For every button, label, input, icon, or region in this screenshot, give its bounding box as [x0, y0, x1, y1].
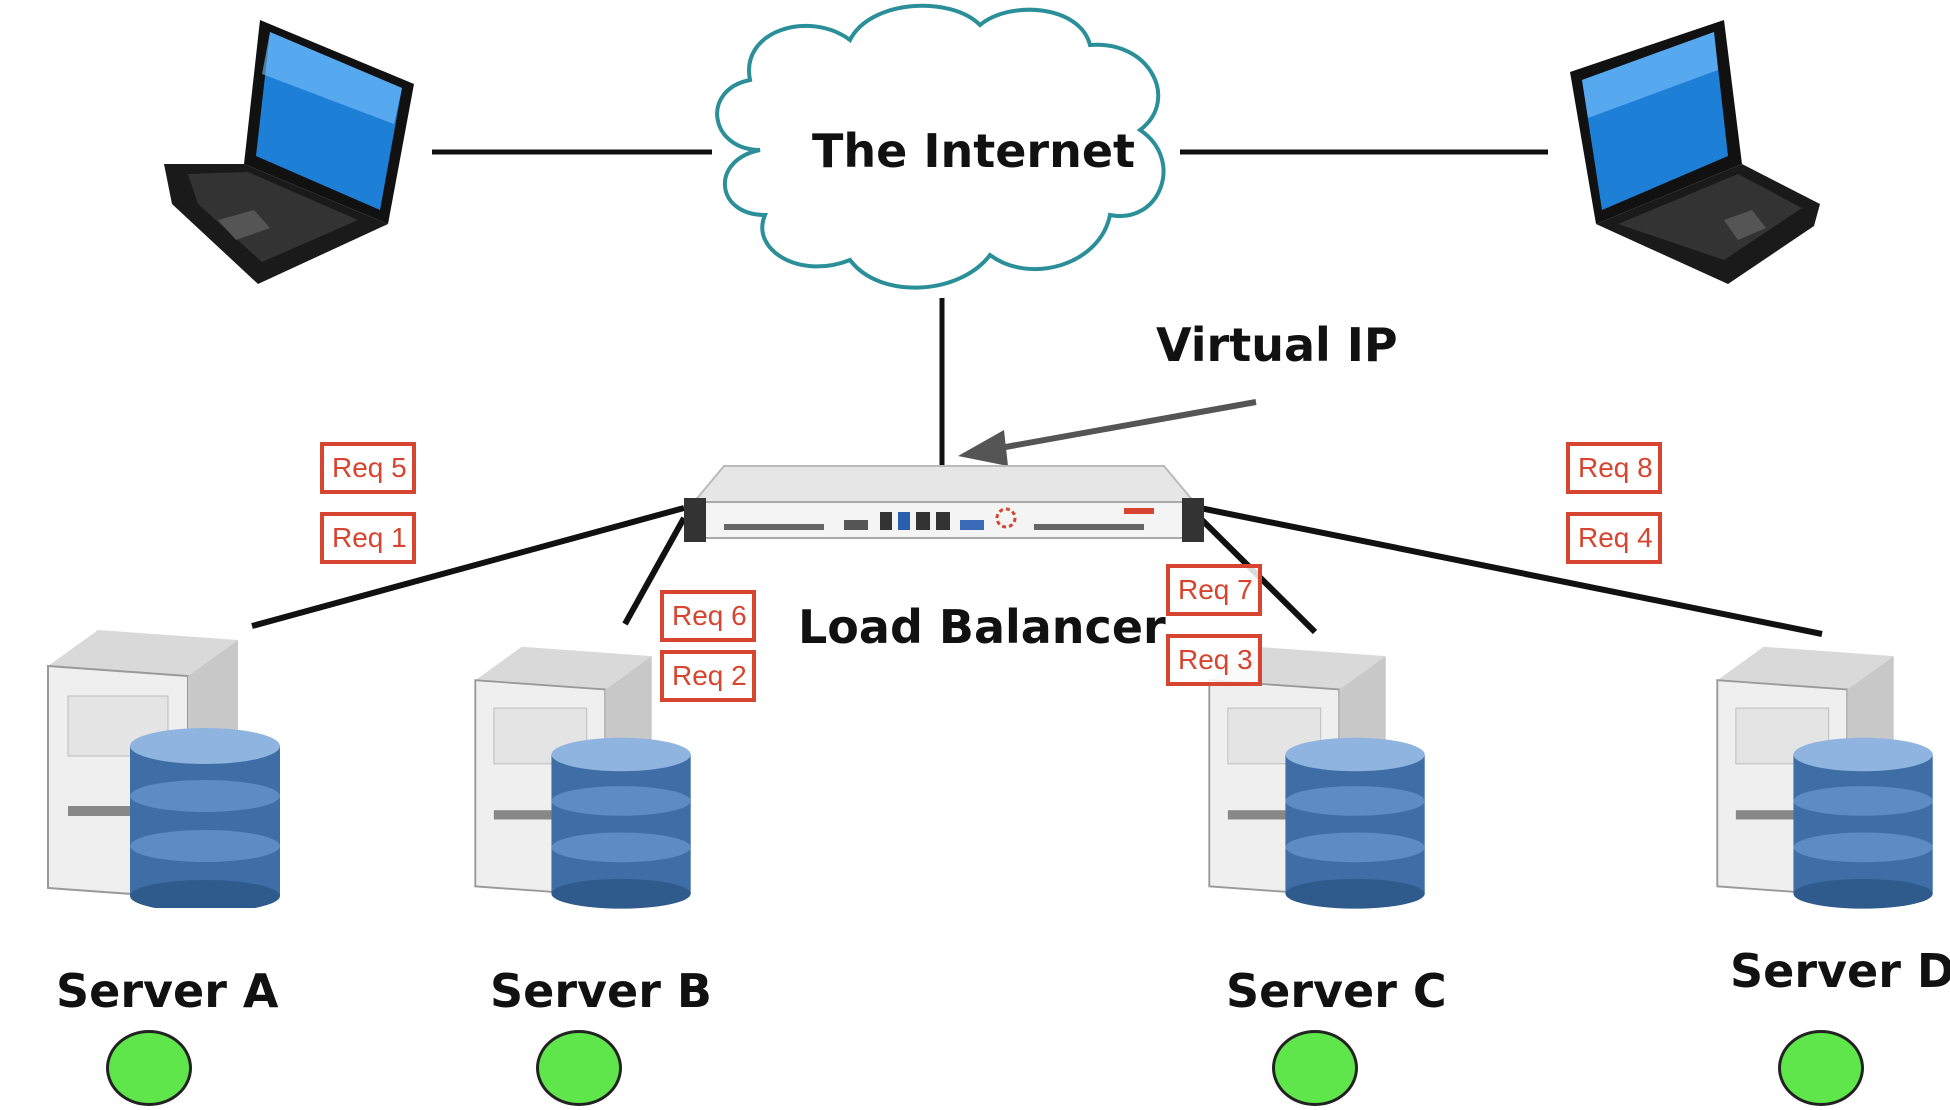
laptop-right-icon [1548, 14, 1828, 284]
load-balancer-appliance-icon [684, 458, 1204, 548]
request-box-req3: Req 3 [1166, 634, 1262, 686]
database-icon [1793, 737, 1933, 909]
request-box-req6: Req 6 [660, 590, 756, 642]
server-a-label: Server A [56, 964, 279, 1018]
load-balancer-to-server-a-line [251, 505, 685, 629]
server-d-icon [1708, 638, 1942, 910]
database-icon [551, 737, 691, 909]
request-box-req4: Req 4 [1566, 512, 1662, 564]
server-c-status-dot-icon [1272, 1030, 1358, 1106]
server-c-icon [1200, 638, 1434, 910]
request-box-req7: Req 7 [1166, 564, 1262, 616]
laptop-left-icon [158, 14, 438, 284]
request-box-req8: Req 8 [1566, 442, 1662, 494]
virtual-ip-label: Virtual IP [1156, 318, 1398, 372]
server-b-icon [466, 638, 700, 910]
request-box-req2: Req 2 [660, 650, 756, 702]
server-a-status-dot-icon [106, 1030, 192, 1106]
server-b-label: Server B [490, 964, 712, 1018]
database-icon [130, 728, 280, 912]
database-icon [1285, 737, 1425, 909]
request-box-req1: Req 1 [320, 512, 416, 564]
load-balancer-label: Load Balancer [798, 600, 1166, 654]
internet-label: The Internet [812, 124, 1136, 178]
server-b-status-dot-icon [536, 1030, 622, 1106]
virtual-ip-arrow-icon [958, 399, 1257, 466]
server-d-status-dot-icon [1778, 1030, 1864, 1106]
request-box-req5: Req 5 [320, 442, 416, 494]
internet-cloud-icon [690, 0, 1190, 310]
server-a-icon [38, 626, 290, 912]
server-c-label: Server C [1226, 964, 1447, 1018]
load-balancer-to-server-b-line [622, 516, 687, 626]
server-d-label: Server D [1730, 944, 1950, 998]
load-balancer-to-server-d-line [1199, 505, 1823, 637]
